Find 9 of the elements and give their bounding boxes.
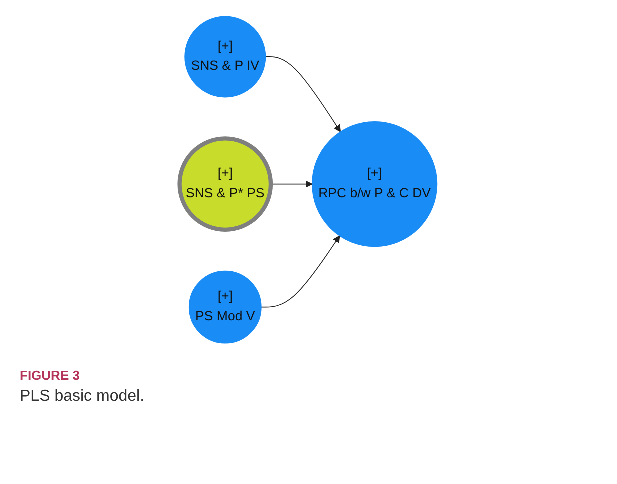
node-circle: [+] SNS & P IV xyxy=(184,16,266,98)
figure-caption: PLS basic model. xyxy=(20,388,145,406)
figure-label: FIGURE 3 xyxy=(20,368,80,383)
node-circle: [+] SNS & P* PS xyxy=(178,136,274,232)
node-circle: [+] RPC b/w P & C DV xyxy=(312,121,438,248)
node-circle: [+] PS Mod V xyxy=(188,270,262,344)
arrow xyxy=(261,236,340,308)
arrow xyxy=(270,180,313,188)
arrow xyxy=(265,56,342,132)
